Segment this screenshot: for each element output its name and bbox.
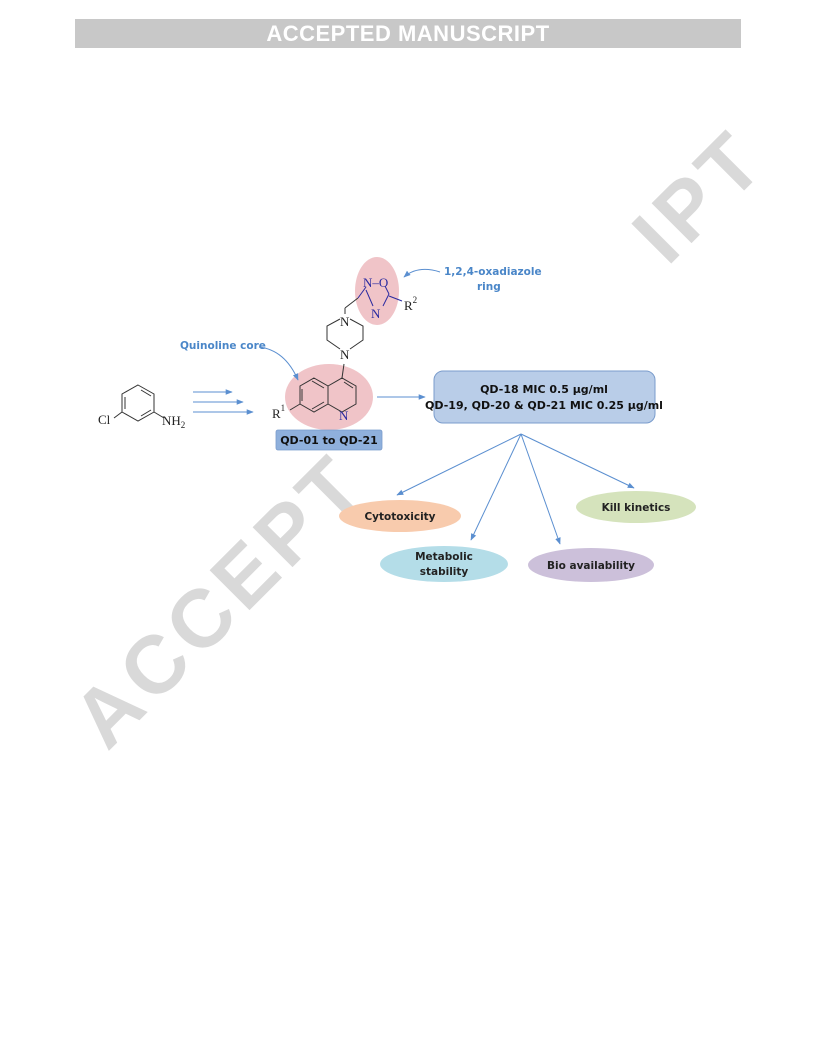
reaction-arrows xyxy=(193,389,254,415)
kill-kinetics-label: Kill kinetics xyxy=(602,502,671,514)
oxadiazole-label-line1: 1,2,4-oxadiazole xyxy=(444,266,542,278)
quinoline-pointer-arrow xyxy=(258,346,299,381)
bio-availability-label: Bio availability xyxy=(547,560,635,572)
cytotoxicity-ellipse xyxy=(339,500,461,532)
accepted-manuscript-banner: ACCEPTED MANUSCRIPT xyxy=(75,19,741,48)
mic-result-line2: QD-19, QD-20 & QD-21 MIC 0.25 µg/ml xyxy=(425,399,663,412)
r1-label: R1 xyxy=(272,403,285,421)
quinoline-structure xyxy=(289,377,357,413)
mic-result-line1: QD-18 MIC 0.5 µg/ml xyxy=(480,383,608,396)
piperazine-n-top: N xyxy=(340,314,350,329)
oxadiazole-n-o: N–O xyxy=(363,275,388,290)
kill-kinetics-ellipse xyxy=(576,491,696,523)
metabolic-label-line2: stability xyxy=(420,566,469,578)
quinoline-label: Quinoline core xyxy=(180,340,266,352)
piperazine-structure xyxy=(326,297,364,379)
metabolic-stability-ellipse xyxy=(380,546,508,582)
mic-result-box xyxy=(433,370,656,424)
oxadiazole-label-line2: ring xyxy=(477,281,501,293)
oxadiazole-pointer-arrow xyxy=(403,268,441,278)
series-box xyxy=(275,429,383,451)
r2-label: R2 xyxy=(404,295,417,313)
oxadiazole-structure xyxy=(357,285,403,307)
oxadiazole-n: N xyxy=(371,306,381,321)
oxadiazole-highlight xyxy=(355,257,399,325)
nh2-label: NH2 xyxy=(162,413,185,430)
cl-label: Cl xyxy=(98,412,111,427)
cytotoxicity-label: Cytotoxicity xyxy=(364,511,435,523)
bio-availability-ellipse xyxy=(528,548,654,582)
outcome-arrows xyxy=(396,433,635,545)
quinoline-highlight xyxy=(285,364,373,430)
metabolic-label-line1: Metabolic xyxy=(415,551,473,563)
chloroaniline-structure xyxy=(113,384,165,422)
quinoline-n: N xyxy=(339,408,349,423)
series-label: QD-01 to QD-21 xyxy=(280,434,378,447)
piperazine-n-bottom: N xyxy=(340,347,350,362)
